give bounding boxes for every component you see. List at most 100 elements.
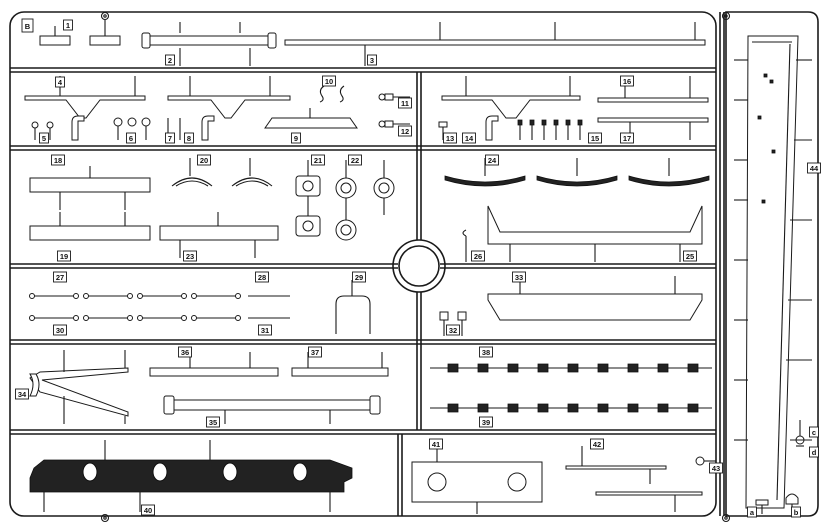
part-25 [487, 205, 703, 262]
part-number-1: 1 [66, 21, 70, 30]
part-number-13-box [443, 132, 457, 144]
part-number-23-box [183, 250, 197, 262]
part-number-36-box [178, 346, 192, 358]
part-21 [295, 160, 321, 237]
part-number-13: 13 [446, 134, 454, 143]
part-number-11-box [398, 97, 412, 109]
corner-label-a-box [747, 506, 757, 518]
part-number-18: 18 [54, 156, 62, 165]
part-number-37-box [308, 346, 322, 358]
part-number-38: 38 [482, 348, 490, 357]
part-number-44: 44 [810, 164, 819, 173]
part-22 [335, 160, 395, 241]
part-number-18-box [51, 154, 65, 166]
part-number-2-box [165, 54, 175, 66]
part-number-40-box [141, 504, 155, 516]
part-number-4: 4 [58, 78, 63, 87]
part-number-40: 40 [144, 506, 152, 515]
part-number-4-box [55, 76, 65, 88]
part-16 [597, 76, 709, 103]
sprue-letter-badge: B [21, 18, 34, 33]
part-2 [141, 22, 277, 66]
part-18 [29, 166, 151, 210]
part-number-32: 32 [449, 326, 457, 335]
part-number-6: 6 [129, 134, 133, 143]
part-number-27-box [53, 271, 67, 283]
part-number-43-box [709, 462, 723, 474]
part-number-20-box [197, 154, 211, 166]
part-number-3: 3 [370, 56, 374, 65]
part-number-25-box [683, 250, 697, 262]
part-number-30: 30 [56, 326, 64, 335]
part-number-12-box [398, 125, 412, 137]
part-35 [163, 395, 381, 424]
part-number-29: 29 [355, 273, 363, 282]
part-number-15-box [588, 132, 602, 144]
corner-label-c-box [809, 426, 819, 438]
part-37 [291, 352, 389, 377]
part-number-7: 7 [168, 134, 172, 143]
part-29 [335, 280, 371, 334]
part-44 [734, 35, 812, 509]
part-number-26-box [471, 250, 485, 262]
part-5 [31, 115, 85, 141]
part-19 [29, 212, 151, 241]
part-number-8-box [184, 132, 194, 144]
part-number-2: 2 [168, 56, 172, 65]
part-number-10: 10 [325, 77, 333, 86]
part-32 [439, 311, 467, 336]
part-number-1-box [63, 19, 73, 31]
part-number-22-box [348, 154, 362, 166]
part-number-41: 41 [432, 440, 440, 449]
part-number-25: 25 [686, 252, 694, 261]
part-number-38-box [479, 346, 493, 358]
part-24 [444, 158, 710, 187]
part-number-11: 11 [401, 99, 409, 108]
part-number-44-box [807, 162, 821, 174]
part-number-7-box [165, 132, 175, 144]
part-number-42-box [590, 438, 604, 450]
part-number-30-box [53, 324, 67, 336]
part-number-5-box [39, 132, 49, 144]
part-34 [29, 350, 129, 424]
part-33 [487, 276, 703, 321]
part-number-24-box [485, 154, 499, 166]
corner-label-d: d [812, 448, 817, 457]
part-number-21-box [311, 154, 325, 166]
part-number-14-box [462, 132, 476, 144]
part-4-right [441, 76, 581, 119]
part-number-12: 12 [401, 127, 409, 136]
part-number-34: 34 [18, 390, 27, 399]
part-number-35: 35 [209, 418, 217, 427]
part-number-16: 16 [623, 77, 631, 86]
part-36 [149, 352, 279, 377]
part-11-12 [378, 93, 410, 128]
part-number-17-box [620, 132, 634, 144]
part-number-31-box [258, 324, 272, 336]
corner-label-b: b [794, 508, 799, 517]
part-1 [39, 20, 121, 46]
runner-frame [9, 11, 819, 523]
part-number-19-box [57, 250, 71, 262]
corner-label-c: c [812, 428, 816, 437]
part-number-33: 33 [515, 273, 523, 282]
part-number-26: 26 [474, 252, 482, 261]
part-15 [517, 119, 583, 140]
part-9 [264, 108, 358, 129]
part-number-41-box [429, 438, 443, 450]
part-number-9: 9 [294, 134, 298, 143]
part-41 [411, 444, 543, 514]
part-4b [167, 76, 291, 119]
part-38 [430, 363, 712, 373]
corner-label-d-box [809, 446, 819, 458]
part-number-22: 22 [351, 156, 359, 165]
part-23 [159, 212, 279, 258]
part-3 [284, 22, 706, 66]
part-number-39: 39 [482, 418, 490, 427]
part-42 [565, 446, 703, 512]
part-number-17: 17 [623, 134, 631, 143]
part-number-36: 36 [181, 348, 189, 357]
part-number-32-box [446, 324, 460, 336]
part-number-5: 5 [42, 134, 46, 143]
